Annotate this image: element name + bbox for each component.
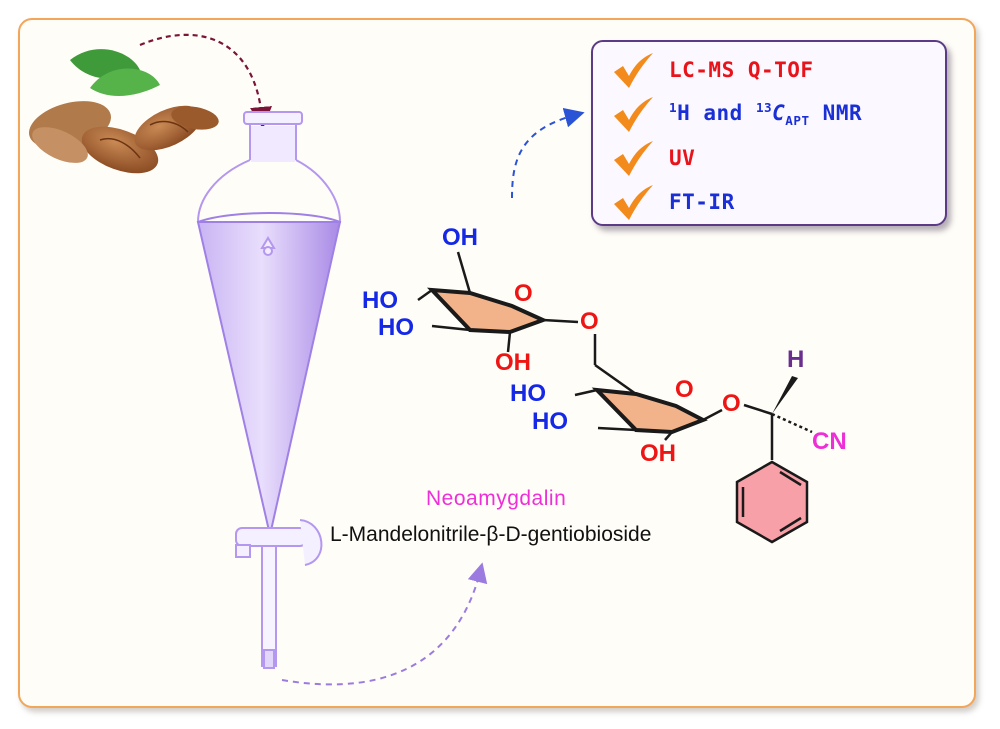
- almonds-image: [29, 49, 219, 174]
- technique-ftir: FT-IR: [611, 182, 735, 222]
- checkmark-icon: [614, 53, 653, 88]
- arrow-compound-to-techniques: [511, 107, 585, 199]
- atom-ho-c3-lower: HO: [532, 408, 568, 435]
- checkmark-icon: [614, 185, 653, 220]
- checkmark-icon: [614, 141, 653, 176]
- atom-glycosidic-o: O: [580, 308, 599, 335]
- separatory-funnel: [196, 111, 342, 669]
- atom-ring-o-lower: O: [675, 376, 694, 403]
- technique-uv: UV: [611, 138, 695, 178]
- atom-h: H: [787, 346, 805, 373]
- arrow-almond-to-funnel: [139, 33, 272, 129]
- mandelonitrile-group: [735, 376, 813, 544]
- technique-label: FT-IR: [669, 190, 735, 214]
- technique-label: UV: [669, 146, 696, 170]
- atom-anomeric-o: O: [722, 390, 741, 417]
- technique-lcms: LC-MS Q-TOF: [611, 50, 814, 90]
- atom-ho-c3: HO: [378, 314, 414, 341]
- compound-name: Neoamygdalin: [426, 487, 567, 510]
- compound-iupac-name: L-Mandelonitrile-β-D-gentiobioside: [330, 523, 652, 546]
- checkmark-icon: [614, 97, 653, 132]
- atom-ho-c4: HO: [362, 287, 398, 314]
- technique-label: LC-MS Q-TOF: [669, 58, 814, 82]
- atom-cn: CN: [812, 428, 847, 455]
- atom-label-oh-top: OH: [442, 224, 478, 251]
- atom-oh-c2: OH: [495, 349, 531, 376]
- technique-label: 1H and 13CAPT NMR: [669, 99, 863, 129]
- atom-ring-o-upper: O: [514, 280, 533, 307]
- technique-nmr: 1H and 13CAPT NMR: [611, 94, 862, 134]
- atom-oh-c2-lower: OH: [640, 440, 676, 467]
- glucose-ring-upper: [417, 251, 579, 353]
- glucose-ring-lower: [574, 334, 723, 441]
- arrow-funnel-to-compound: [281, 562, 488, 686]
- atom-ho-c4-lower: HO: [510, 380, 546, 407]
- analysis-techniques-box: LC-MS Q-TOF 1H and 13CAPT NMR UV FT-IR: [591, 40, 947, 226]
